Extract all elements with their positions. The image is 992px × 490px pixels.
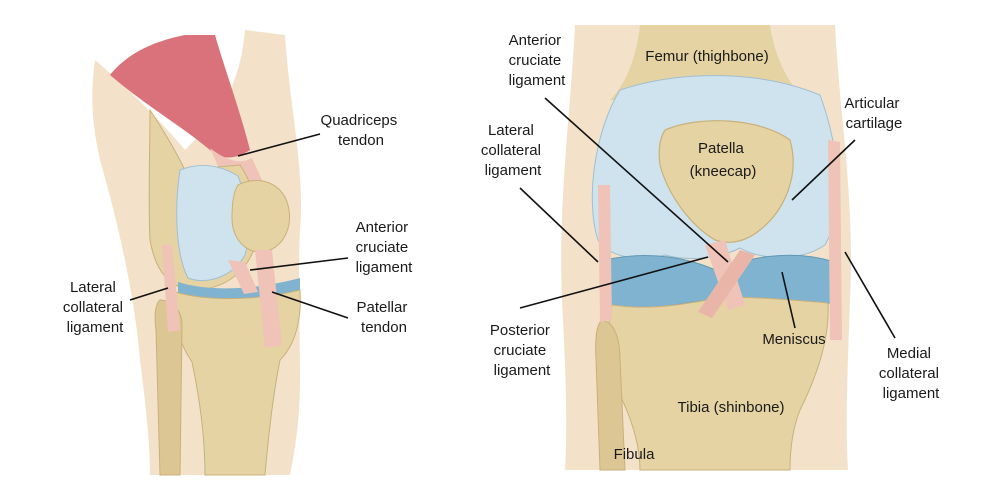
label-front-lateral-collateral: Lateral collateral ligament [481, 122, 545, 179]
label-front-meniscus: Meniscus [762, 331, 825, 348]
side-patella-bone [232, 181, 290, 252]
label-front-tibia: Tibia (shinbone) [678, 399, 785, 416]
label-front-posterior-cruciate: Posterior cruciate ligament [490, 322, 554, 379]
front-medial-collateral-ligament [828, 140, 842, 340]
label-front-femur: Femur (thighbone) [645, 48, 768, 65]
label-front-fibula: Fibula [614, 446, 656, 463]
label-side-lateral-collateral: Lateral collateral ligament [63, 279, 127, 336]
side-view-illustration [92, 30, 301, 475]
leader-front-medial-collateral [845, 252, 895, 338]
front-lateral-collateral-ligament [598, 185, 612, 322]
label-front-anterior-cruciate: Anterior cruciate ligament [509, 32, 567, 89]
label-front-medial-collateral: Medial collateral ligament [879, 345, 943, 402]
label-side-anterior-cruciate: Anterior cruciate ligament [356, 219, 414, 276]
label-front-articular-cartilage: Articular cartilage [844, 95, 903, 132]
label-side-quadriceps-tendon: Quadriceps tendon [321, 112, 402, 149]
label-side-patellar-tendon: Patellar tendon [356, 299, 411, 336]
